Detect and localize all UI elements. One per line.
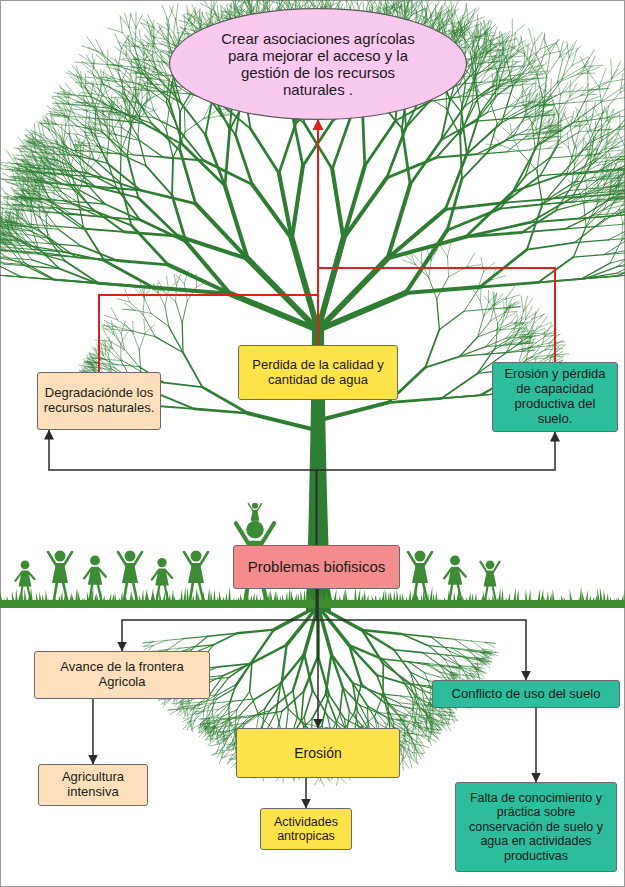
page: Crear asociaciones agrícolas para mejora… bbox=[0, 0, 625, 887]
